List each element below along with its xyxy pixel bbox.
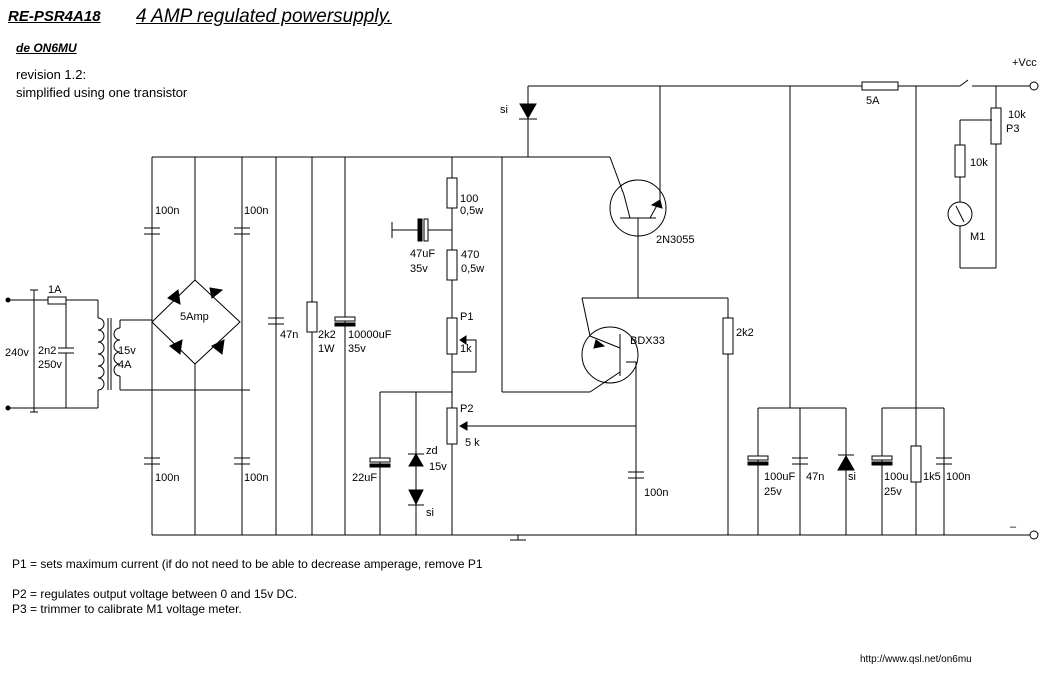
p2-value: 5 k: [465, 437, 480, 449]
bridge-label: 5Amp: [180, 311, 209, 323]
cap-47u-voltage: 35v: [410, 263, 428, 275]
diode-si-top: [519, 103, 537, 120]
schematic-title: 4 AMP regulated powersupply.: [136, 6, 392, 27]
potentiometer-p1: [446, 317, 458, 355]
control-section: [369, 157, 636, 535]
output-section: [510, 79, 1039, 541]
zener-voltage: 15v: [429, 461, 447, 473]
meter-label: M1: [970, 231, 985, 243]
minus-label: –: [1010, 521, 1017, 533]
diode-si-out: si: [848, 471, 856, 483]
potentiometer-p2: [446, 407, 458, 445]
main-cap-voltage: 35v: [348, 343, 366, 355]
rectifier-section: [144, 156, 1030, 536]
p1-value: 1k: [460, 343, 472, 355]
resistor-100: [446, 177, 458, 209]
main-capacitor: [334, 316, 356, 322]
cap-47u-value: 47uF: [410, 248, 435, 260]
transformer-voltage: 15v: [118, 345, 136, 357]
zener-diode: [408, 453, 424, 467]
input-cap-voltage: 250v: [38, 359, 62, 371]
resistor-10k: 10k: [970, 157, 988, 169]
resistor-470-power: 0,5w: [461, 263, 484, 275]
out-cap2-value: 100u: [884, 471, 908, 483]
resistor-2k2-emitter-label: 2k2: [736, 327, 754, 339]
resistor-100-value: 100: [460, 193, 478, 205]
resistor-2k2-power: 1W: [318, 343, 335, 355]
input-cap-value: 2n2: [38, 345, 56, 357]
resistor-470-value: 470: [461, 249, 479, 261]
output-fuse: [861, 81, 899, 91]
resistor-100-power: 0,5w: [460, 205, 483, 217]
q2-label: BDX33: [630, 335, 665, 347]
transformer-current: 4A: [118, 359, 132, 371]
bleeder-resistor: [306, 301, 318, 333]
out-cap2-voltage: 25v: [884, 486, 902, 498]
note-p2: P2 = regulates output voltage between 0 …: [12, 587, 298, 601]
note-p3: P3 = trimmer to calibrate M1 voltage met…: [12, 602, 242, 616]
diode-si-bottom: si: [426, 507, 434, 519]
out-cap1-voltage: 25v: [764, 486, 782, 498]
diode-si-top-label: si: [500, 104, 508, 116]
out-cap-100n: 100n: [946, 471, 970, 483]
resistor-470: [446, 249, 458, 281]
cap-100n-base-label: 100n: [644, 487, 668, 499]
input-fuse-label: 1A: [48, 284, 62, 296]
resistor-1k5: 1k5: [923, 471, 941, 483]
resistor-2k2-emitter: [722, 317, 734, 355]
cap-bridge-tl: 100n: [155, 205, 179, 217]
p1-name: P1: [460, 311, 473, 323]
output-fuse-label: 5A: [866, 95, 880, 107]
note-p1: P1 = sets maximum current (if do not nee…: [12, 557, 483, 571]
revision-note: simplified using one transistor: [16, 85, 188, 100]
cap-bridge-tr: 100n: [244, 205, 268, 217]
p3-value: 10k: [1008, 109, 1026, 121]
vcc-terminal: [1029, 81, 1039, 91]
p2-name: P2: [460, 403, 473, 415]
diode-si: [408, 489, 424, 506]
input-fuse: [47, 296, 67, 305]
vcc-label: +Vcc: [1012, 57, 1037, 69]
mains-voltage: 240v: [5, 347, 29, 359]
main-cap-value: 10000uF: [348, 329, 392, 341]
cap-47n-label: 47n: [280, 329, 298, 341]
q1-label: 2N3055: [656, 234, 695, 246]
cap-22u-label: 22uF: [352, 472, 377, 484]
author: de ON6MU: [16, 41, 77, 55]
ground-terminal: [1029, 530, 1039, 540]
zener-name: zd: [426, 445, 438, 457]
cap-bridge-bl: 100n: [155, 472, 179, 484]
p3-name: P3: [1006, 123, 1019, 135]
resistor-2k2-value: 2k2: [318, 329, 336, 341]
revision: revision 1.2:: [16, 67, 87, 82]
schematic-code: RE-PSR4A18: [8, 8, 101, 25]
trimmer-p3: [990, 107, 1002, 145]
regulator-section: [501, 85, 960, 535]
footer-url: http://www.qsl.net/on6mu: [860, 654, 972, 665]
cap-bridge-br: 100n: [244, 472, 268, 484]
out-cap1-value: 100uF: [764, 471, 795, 483]
out-cap-47n: 47n: [806, 471, 824, 483]
